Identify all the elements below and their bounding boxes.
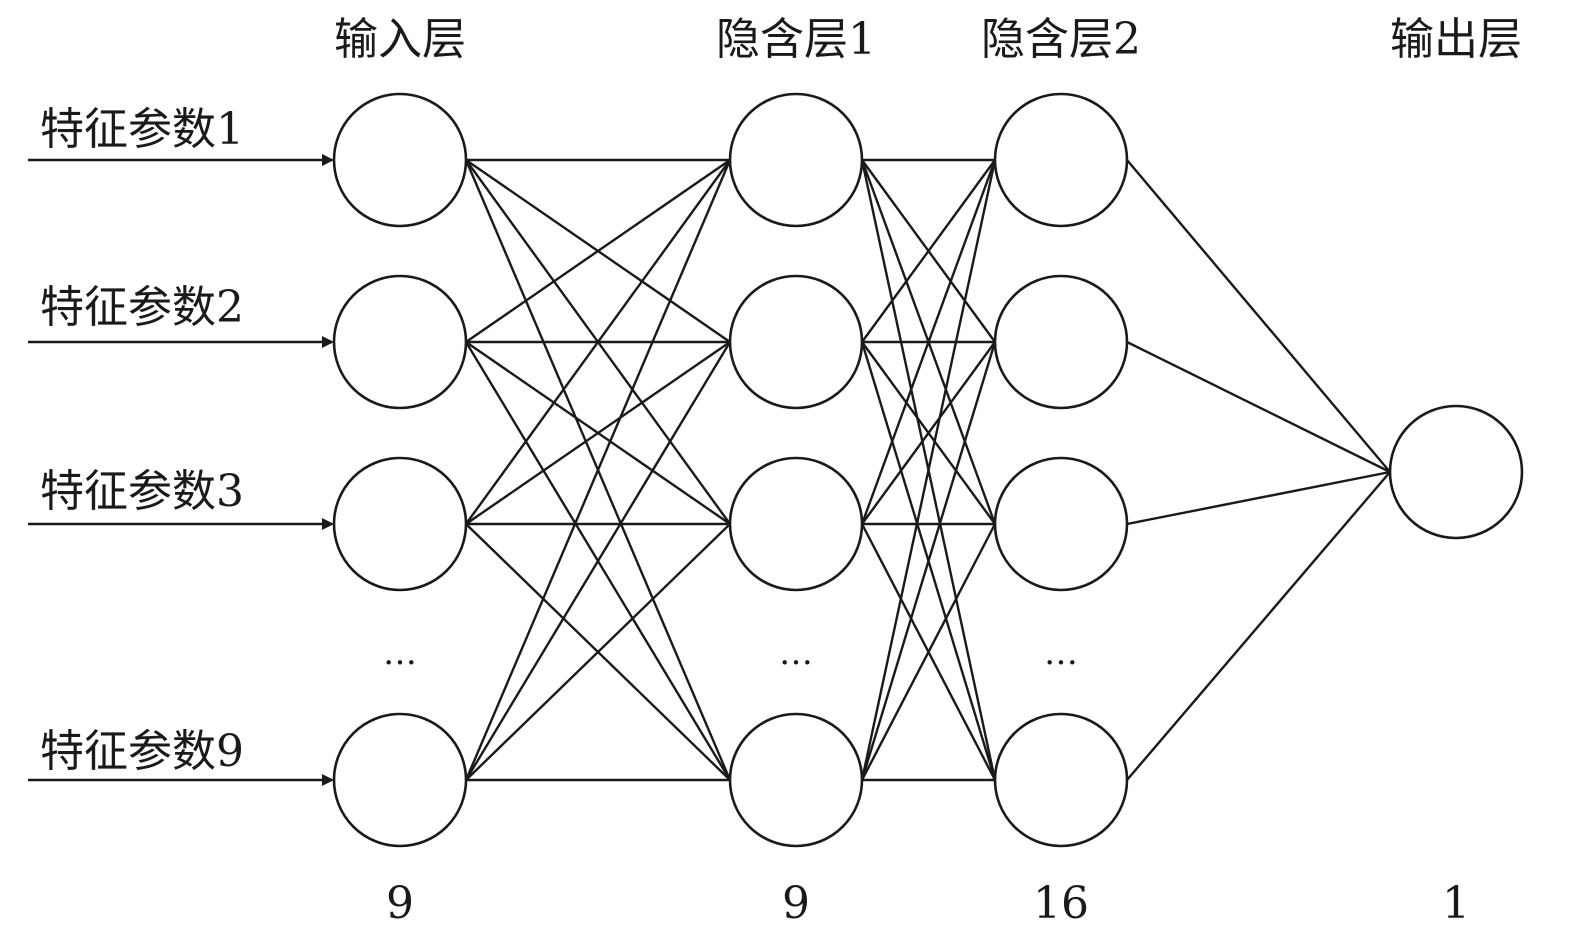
input-label-9: 特征参数9 — [40, 726, 244, 777]
neuron-input-3 — [332, 456, 468, 592]
nodes — [332, 92, 1524, 848]
connection-hidden-2-3-to-output-1 — [1126, 470, 1391, 526]
layer-count-output: 1 — [1442, 878, 1470, 929]
neuron-hidden-2-1 — [993, 92, 1129, 228]
layer-count-hidden-2: 16 — [1033, 878, 1089, 929]
input-arrows — [28, 154, 334, 786]
connection-input-3-to-hidden-1-1 — [465, 159, 731, 525]
neuron-hidden-2-2 — [993, 274, 1129, 410]
layer-title-hidden-1: 隐含层1 — [716, 14, 876, 65]
neuron-hidden-2-3 — [993, 456, 1129, 592]
input-label-1: 特征参数1 — [40, 104, 244, 155]
connection-hidden-1-4-to-hidden-2-2 — [860, 341, 997, 781]
neuron-input-2 — [332, 274, 468, 410]
neuron-hidden-2-4 — [993, 712, 1129, 848]
neuron-output-1 — [1388, 404, 1524, 540]
input-label-3: 特征参数3 — [40, 466, 244, 517]
connection-hidden-1-3-to-hidden-2-1 — [860, 159, 997, 525]
connection-hidden-2-2-to-output-1 — [1126, 340, 1391, 474]
connection-hidden-1-4-to-hidden-2-1 — [860, 159, 997, 781]
connection-hidden-1-4-to-hidden-2-3 — [860, 523, 997, 781]
connection-hidden-1-3-to-hidden-2-2 — [861, 341, 996, 525]
ellipsis-hidden-2: … — [1044, 633, 1078, 673]
neuron-input-1 — [332, 92, 468, 228]
input-label-2: 特征参数2 — [40, 282, 244, 333]
connection-input-4-to-hidden-1-3 — [465, 523, 731, 781]
layer-title-output: 输出层 — [1390, 14, 1522, 65]
connection-hidden-2-4-to-output-1 — [1126, 471, 1391, 781]
neuron-hidden-1-3 — [728, 456, 864, 592]
layer-count-hidden-1: 9 — [782, 878, 810, 929]
layer-title-hidden-2: 隐含层2 — [981, 14, 1141, 65]
ellipsis-hidden-1: … — [779, 633, 813, 673]
neuron-hidden-1-4 — [728, 712, 864, 848]
connection-hidden-2-1-to-output-1 — [1126, 159, 1391, 473]
neuron-input-4 — [332, 712, 468, 848]
connections — [464, 158, 1391, 782]
layer-title-input: 输入层 — [334, 14, 466, 65]
ellipsis-input: … — [383, 633, 417, 673]
connection-input-2-to-hidden-1-1 — [465, 159, 731, 343]
connection-input-3-to-hidden-1-2 — [465, 341, 731, 525]
connection-input-4-to-hidden-1-2 — [464, 341, 732, 781]
layer-count-input: 9 — [386, 878, 414, 929]
neuron-hidden-1-2 — [728, 274, 864, 410]
connection-input-4-to-hidden-1-1 — [464, 159, 732, 781]
connection-hidden-1-2-to-hidden-2-1 — [861, 159, 996, 343]
neuron-hidden-1-1 — [728, 92, 864, 228]
